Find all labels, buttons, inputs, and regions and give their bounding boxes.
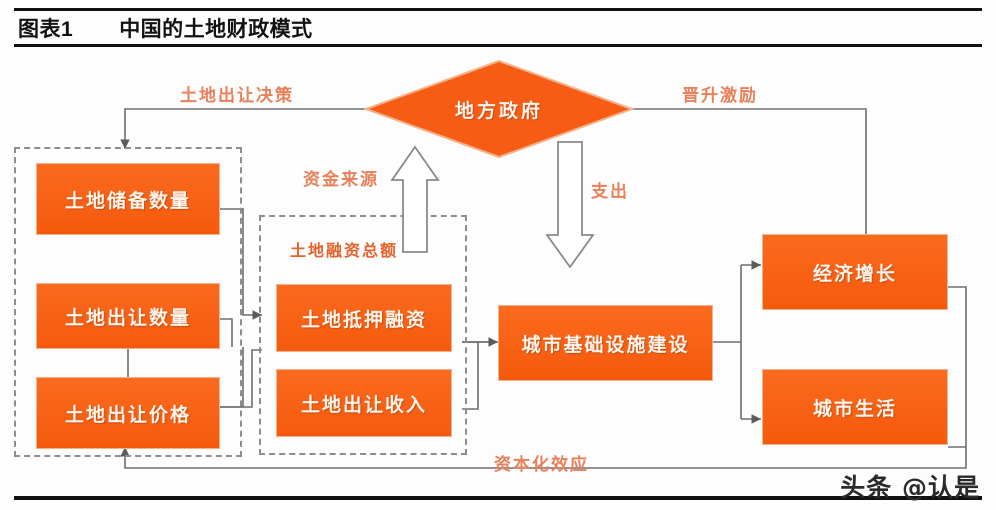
annotation-funding-source: 资金来源 [303, 170, 379, 190]
land-financing-group-box [259, 215, 467, 455]
page-title: 图表1 中国的土地财政模式 [18, 13, 313, 43]
footer-rule [14, 496, 982, 500]
urban-infrastructure-label: 城市基础设施建设 [521, 333, 690, 356]
land-mortgage-financing-node[interactable]: 土地抵押融资 [276, 284, 452, 352]
land-transfer-price-node[interactable]: 土地出让价格 [36, 377, 220, 449]
down-block-arrow [545, 141, 595, 269]
left-group-box [14, 147, 242, 457]
land-reserve-quantity-node[interactable]: 土地储备数量 [36, 163, 220, 235]
land-mortgage-financing-label: 土地抵押融资 [300, 308, 427, 331]
annotation-capitalization-effect: 资本化效应 [494, 455, 589, 475]
annotation-land-transfer-decision: 土地出让决策 [180, 86, 294, 106]
diagram-canvas: 土地融资总额 地方政府 土地储备数量 土地出让数量 土地出让价格 土地抵押融资 … [0, 47, 996, 496]
local-government-label: 地方政府 [454, 99, 543, 122]
economic-growth-label: 经济增长 [812, 262, 897, 285]
urban-infrastructure-node[interactable]: 城市基础设施建设 [498, 305, 713, 381]
urban-life-label: 城市生活 [812, 397, 897, 420]
economic-growth-node[interactable]: 经济增长 [762, 234, 948, 310]
watermark: 头条 @认是 [840, 473, 980, 502]
land-transfer-revenue-node[interactable]: 土地出让收入 [276, 369, 452, 437]
urban-life-node[interactable]: 城市生活 [762, 369, 948, 445]
header-top-rule [14, 8, 982, 11]
local-government-node[interactable]: 地方政府 [364, 59, 634, 159]
figure-title: 中国的土地财政模式 [119, 18, 313, 41]
diamond-shape [364, 59, 634, 159]
land-transfer-price-label: 土地出让价格 [64, 403, 191, 426]
land-reserve-quantity-label: 土地储备数量 [64, 189, 191, 212]
figure-label: 图表1 [18, 18, 74, 41]
annotation-promotion-incentive: 晋升激励 [682, 86, 758, 106]
land-transfer-quantity-label: 土地出让数量 [64, 306, 191, 329]
land-transfer-quantity-node[interactable]: 土地出让数量 [36, 283, 220, 349]
annotation-expenditure: 支出 [591, 182, 629, 202]
land-financing-group-caption: 土地融资总额 [290, 241, 399, 260]
header-bottom-rule [14, 44, 982, 47]
land-transfer-revenue-label: 土地出让收入 [300, 393, 427, 416]
